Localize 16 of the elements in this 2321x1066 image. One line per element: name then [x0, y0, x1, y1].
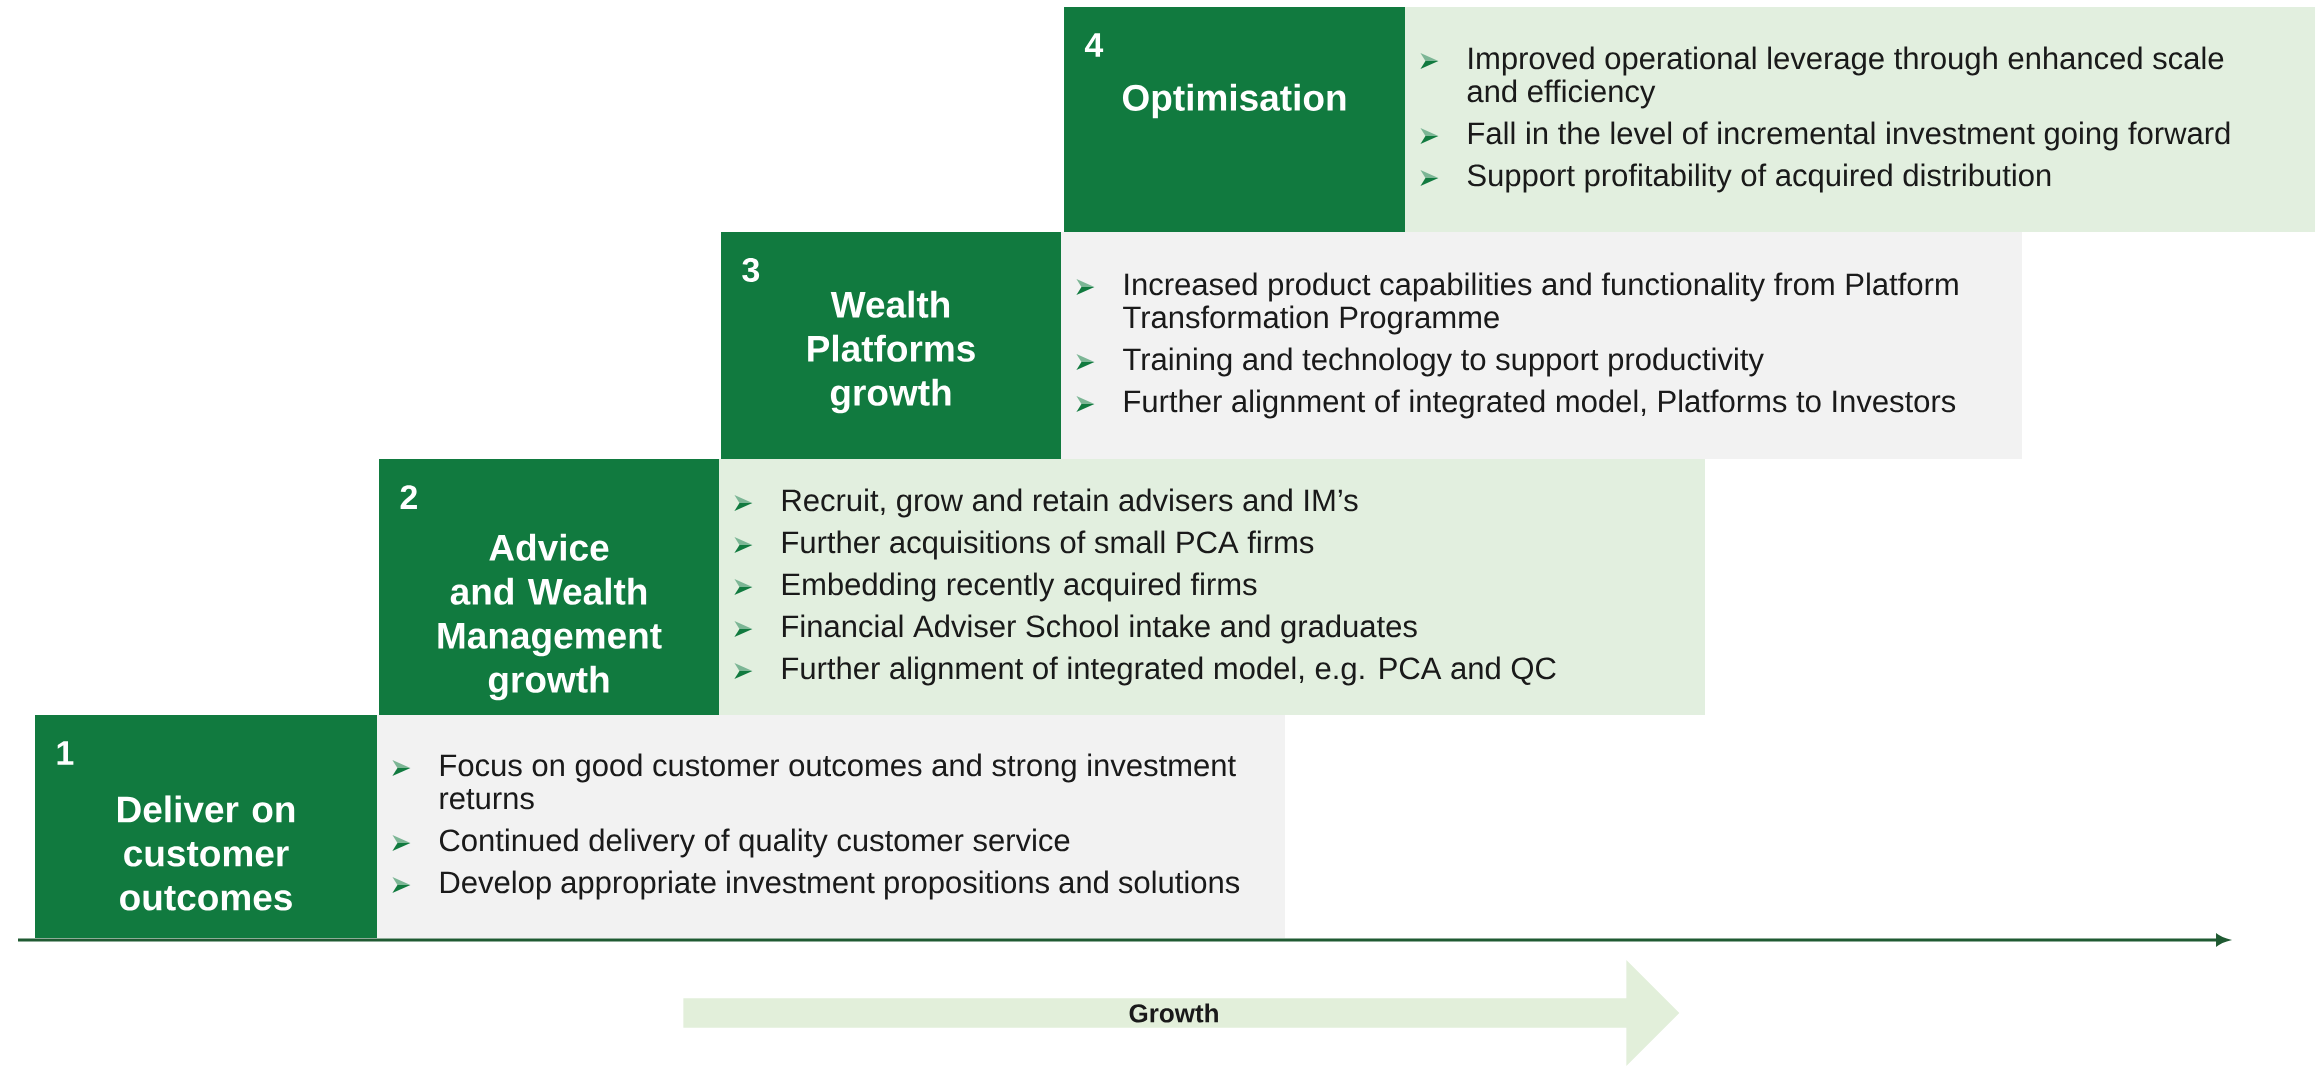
stage-number: 1: [57, 741, 74, 765]
stage-title: Optimisation: [1122, 83, 1346, 119]
bullet-panel: Increased product capabilities and functionality from Platform Transformation Programme Training and technology to support productivity Further alignment of integrated model, Platforms to Investors: [1061, 232, 2023, 459]
bullet-panel: Focus on good customer outcomes and strong investment returns Continued delivery of quality customer service Develop appropriate investment propositions and solutions: [377, 715, 1285, 938]
stage-title: Advice and Wealth Management growth: [438, 533, 662, 701]
stage-number: 4: [1084, 33, 1104, 57]
stage-title: Deliver on customer outcomes: [118, 795, 295, 911]
bullet-panel: Recruit, grow and retain advisers and IM’s Further acquisitions of small PCA firms Embedding recently acquired firms Financial Adviser School intake and graduates Further alignment of integrated model, e.g. PCA and QC: [719, 459, 1705, 715]
stage-number: 3: [742, 257, 760, 283]
stage-box: [379, 459, 719, 715]
bullet-panel: Improved operational leverage through enhanced scale and efficiency Fall in the level of incremental investment going forward Support profitability of acquired distribution: [1405, 7, 2316, 232]
stage-box: [1064, 7, 1405, 232]
stage-box: [721, 232, 1061, 459]
stage-box: [35, 715, 377, 938]
stage-title: Wealth Platforms growth: [808, 290, 975, 414]
stage-number: 2: [400, 485, 417, 509]
